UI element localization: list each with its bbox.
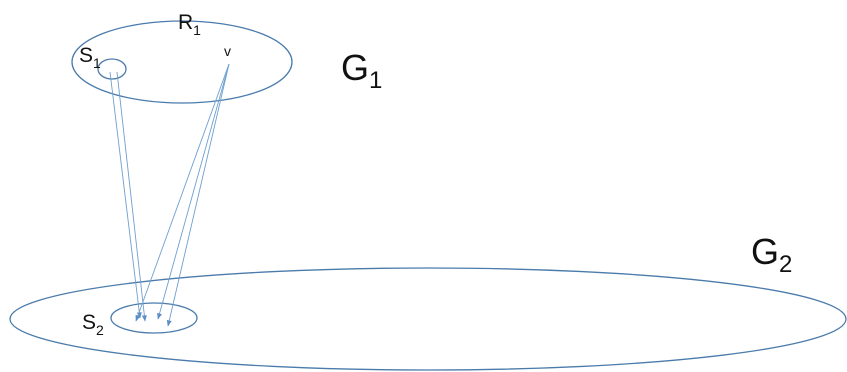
arrow-s1-to-s2-a <box>109 71 142 319</box>
label-g1-main: G <box>341 47 369 88</box>
graph-g2-ellipse <box>9 267 847 371</box>
subset-s2-ellipse <box>110 302 198 334</box>
label-v: v <box>224 43 231 59</box>
label-g1-sub: 1 <box>369 67 382 94</box>
subset-s1-ellipse <box>97 58 127 80</box>
label-s1-sub: 1 <box>93 55 101 71</box>
arrow-v-to-s2-b <box>157 63 230 320</box>
label-r1: R1 <box>178 11 201 38</box>
label-g1: G1 <box>341 47 382 94</box>
label-s1: S1 <box>79 44 101 71</box>
label-g2: G2 <box>751 231 792 278</box>
arrow-v-to-s2-a <box>135 63 230 322</box>
label-s1-main: S <box>79 44 93 67</box>
label-r1-main: R <box>178 11 193 34</box>
label-s2-sub: 2 <box>96 322 104 338</box>
arrow-s1-to-s2-b <box>116 71 147 322</box>
label-g2-main: G <box>751 231 779 272</box>
arrow-v-to-s2-c <box>166 63 230 327</box>
label-r1-sub: 1 <box>193 22 201 38</box>
label-g2-sub: 2 <box>779 251 792 278</box>
region-r1-ellipse <box>71 20 293 104</box>
label-s2: S2 <box>82 311 104 338</box>
label-s2-main: S <box>82 311 96 334</box>
